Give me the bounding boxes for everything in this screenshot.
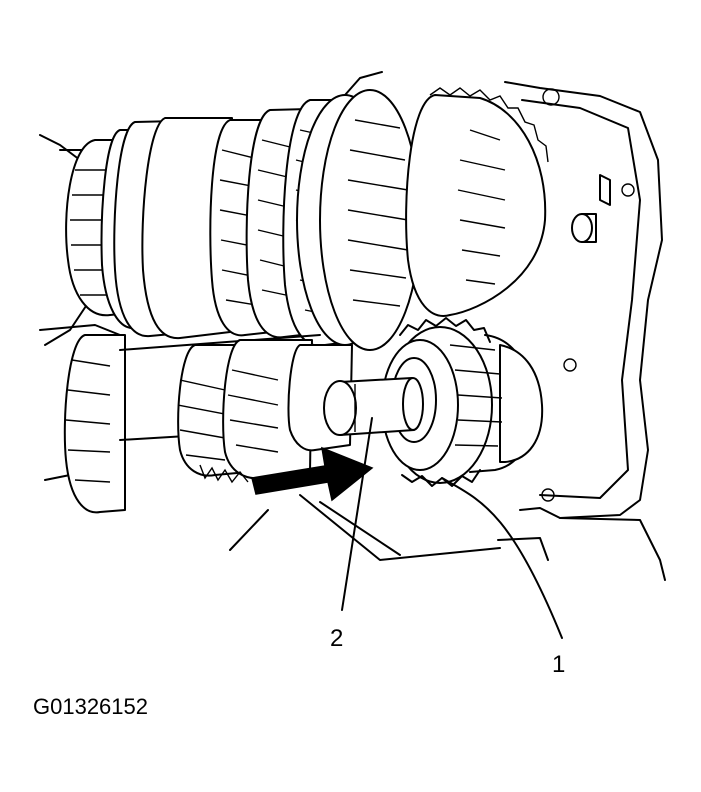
callout-2-label: 2 xyxy=(330,625,343,652)
figure-id: G01326152 xyxy=(33,694,148,719)
lower-countershaft xyxy=(39,324,353,514)
callout-1-leader xyxy=(441,477,563,639)
support-bracket xyxy=(229,494,501,561)
callout-1-label: 1 xyxy=(552,651,565,678)
callout-2-leader xyxy=(341,417,373,611)
upper-gear-shaft xyxy=(39,71,549,351)
install-direction-arrow xyxy=(251,446,374,502)
idler-shaft xyxy=(323,377,424,436)
